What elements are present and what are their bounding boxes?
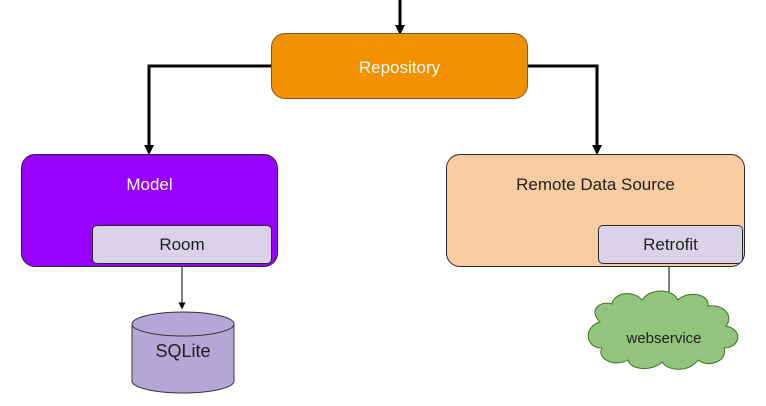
room-box: Room [92,225,272,264]
sqlite-label: SQLite [155,341,211,361]
retrofit-box: Retrofit [598,225,743,264]
repository-label: Repository [358,58,441,77]
model-node: Model Room [21,154,278,267]
remote-data-source-node: Remote Data Source Retrofit [446,154,745,267]
repository-to-model-arrow [144,64,271,155]
model-label: Model [126,175,173,194]
repository-to-remote-arrow [528,64,602,155]
repository-node: Repository [271,33,528,99]
remote-data-source-label: Remote Data Source [516,175,675,194]
sqlite-cylinder [131,311,235,394]
webservice-cloud [587,290,739,370]
webservice-label: webservice [626,330,702,347]
